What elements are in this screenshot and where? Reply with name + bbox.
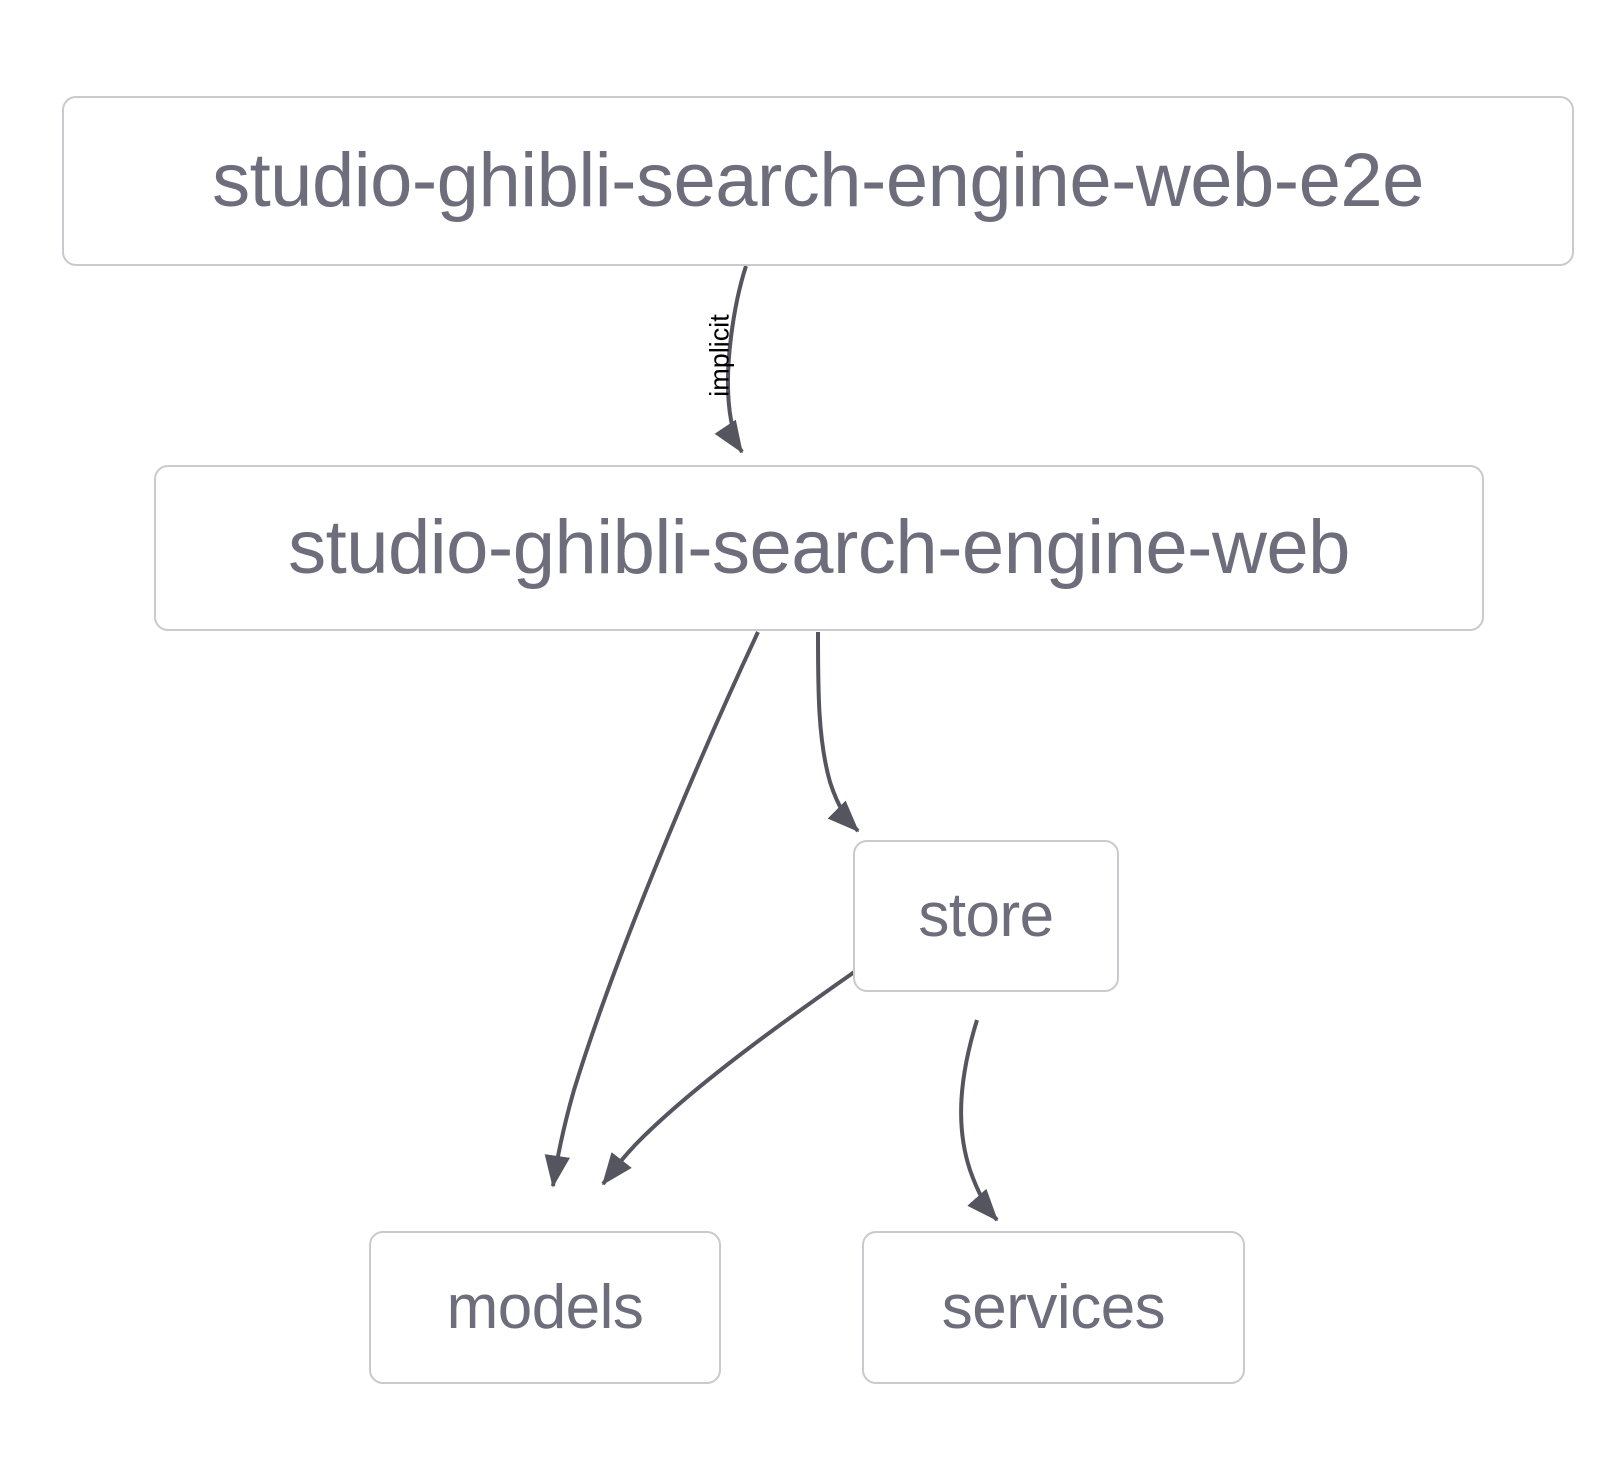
node-label: models bbox=[446, 1272, 644, 1342]
node-studio-ghibli-search-engine-web-e2e[interactable]: studio-ghibli-search-engine-web-e2e bbox=[62, 96, 1574, 266]
node-label: studio-ghibli-search-engine-web bbox=[288, 505, 1350, 590]
node-label: services bbox=[941, 1272, 1166, 1342]
edge-web-to-models bbox=[544, 631, 760, 1188]
node-label: studio-ghibli-search-engine-web-e2e bbox=[212, 138, 1424, 223]
node-studio-ghibli-search-engine-web[interactable]: studio-ghibli-search-engine-web bbox=[154, 465, 1484, 631]
edge-store-to-services bbox=[959, 1019, 999, 1222]
node-label: store bbox=[918, 881, 1054, 950]
edge-store-to-models bbox=[601, 966, 862, 1186]
edge-label-implicit: implicit bbox=[704, 314, 735, 397]
node-models[interactable]: models bbox=[369, 1231, 721, 1384]
node-store[interactable]: store bbox=[853, 840, 1119, 992]
node-services[interactable]: services bbox=[862, 1231, 1245, 1384]
edge-web-to-store bbox=[816, 631, 860, 833]
